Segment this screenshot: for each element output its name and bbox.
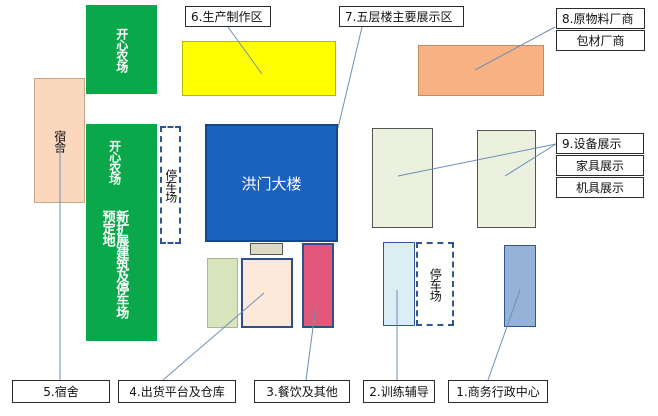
label-production: 6.生产制作区 (185, 6, 271, 27)
label-materials-text: 8.原物料厂商 (562, 12, 634, 26)
expansion-text: 新扩展建筑及停车场预定地 (99, 210, 129, 318)
label-shipping: 4.出货平台及仓库 (118, 380, 236, 403)
leader-exhibition (337, 26, 363, 129)
shipping-area (241, 258, 293, 328)
label-dormitory: 5.宿舍 (12, 380, 110, 403)
farm-bottom-text: 开心农场 (107, 140, 122, 184)
label-exhibition: 7.五层楼主要展示区 (339, 6, 464, 27)
label-dining-text: 3.餐饮及其他 (266, 385, 338, 399)
dining-area (302, 243, 334, 328)
parking-left-block: 停车场 (160, 126, 181, 244)
label-training-text: 2.训练辅导 (369, 385, 429, 399)
side-block (207, 258, 238, 328)
materials-area (418, 45, 544, 96)
label-dining: 3.餐饮及其他 (254, 380, 350, 403)
label-machinery: 机具展示 (556, 177, 644, 198)
label-packaging: 包材厂商 (556, 30, 645, 51)
label-packaging-text: 包材厂商 (576, 34, 625, 48)
admin-area (504, 245, 536, 327)
label-dormitory-text: 5.宿舍 (43, 385, 79, 399)
label-furniture: 家具展示 (556, 155, 644, 176)
label-machinery-text: 机具展示 (575, 181, 624, 195)
label-admin-text: 1.商务行政中心 (456, 385, 540, 399)
production-area (182, 41, 336, 96)
entrance-block (250, 243, 283, 255)
hongmen-text: 洪门大楼 (241, 174, 302, 193)
label-shipping-text: 4.出货平台及仓库 (129, 385, 225, 399)
label-equipment-text: 9.设备展示 (562, 137, 622, 151)
label-exhibition-text: 7.五层楼主要展示区 (345, 10, 453, 24)
dormitory-block: 宿舍 (34, 78, 85, 203)
label-furniture-text: 家具展示 (575, 159, 624, 173)
label-admin: 1.商务行政中心 (448, 380, 548, 403)
label-production-text: 6.生产制作区 (191, 10, 263, 24)
farm-top-block: 开心农场 (86, 5, 157, 94)
equipment-block-right (477, 130, 536, 228)
dormitory-text: 宿舍 (52, 129, 67, 152)
training-area (383, 242, 415, 326)
parking-right-text: 停车场 (428, 267, 443, 301)
parking-right-block: 停车场 (416, 242, 454, 326)
farm-top-text: 开心农场 (114, 27, 129, 72)
label-equipment: 9.设备展示 (556, 133, 644, 154)
parking-left-text: 停车场 (163, 168, 178, 202)
label-materials: 8.原物料厂商 (556, 8, 645, 29)
hongmen-building: 洪门大楼 (205, 124, 338, 242)
equipment-block-left (372, 128, 433, 228)
label-training: 2.训练辅导 (363, 380, 435, 403)
farm-bottom-block: 开心农场 新扩展建筑及停车场预定地 (86, 124, 157, 341)
